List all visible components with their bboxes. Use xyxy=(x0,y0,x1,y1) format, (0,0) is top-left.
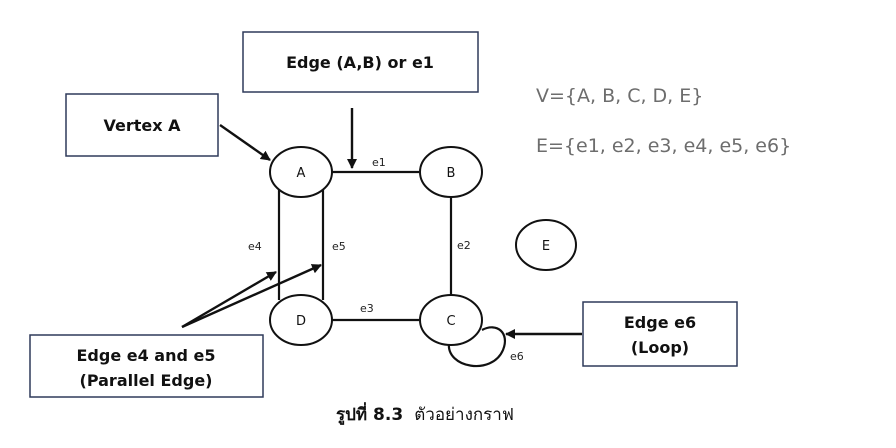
vertex-b: B xyxy=(419,146,483,198)
arrow-to-e5 xyxy=(181,263,322,329)
callout-parallel-line2: (Parallel Edge) xyxy=(80,371,213,390)
vertex-label-d: D xyxy=(296,314,306,329)
edge-label-e3: e3 xyxy=(360,302,374,315)
figure-caption: รูปที่ 8.3 ตัวอย่างกราฟ xyxy=(336,402,514,426)
vertex-d: D xyxy=(269,294,333,346)
figure-title: ตัวอย่างกราฟ xyxy=(414,405,514,425)
callout-box-loop xyxy=(582,301,738,367)
edge-label-e4: e4 xyxy=(248,240,262,253)
edge-set: E={e1, e2, e3, e4, e5, e6} xyxy=(536,135,791,157)
vertex-c: C xyxy=(419,294,483,346)
callout-box-vertex-a xyxy=(65,93,219,157)
vertex-label-c: C xyxy=(446,314,455,329)
callout-parallel-line1: Edge e4 and e5 xyxy=(76,346,215,365)
figure-number: รูปที่ 8.3 xyxy=(336,402,403,426)
vertex-e: E xyxy=(515,219,577,271)
edge-label-e1: e1 xyxy=(372,156,386,169)
callout-loop-line2: (Loop) xyxy=(631,338,689,357)
edge-e6-loop xyxy=(447,326,506,368)
callout-edge-ab: Edge (A,B) or e1 xyxy=(286,53,434,72)
edge-label-e5: e5 xyxy=(332,240,346,253)
edge-label-e2: e2 xyxy=(457,239,471,252)
arrow-to-e4 xyxy=(181,270,277,329)
edge-label-e6: e6 xyxy=(510,350,524,363)
callout-box-parallel xyxy=(29,334,264,398)
vertex-label-e: E xyxy=(542,239,550,254)
vertex-a: A xyxy=(269,146,333,198)
vertex-set: V={A, B, C, D, E} xyxy=(536,85,703,107)
callout-vertex-a: Vertex A xyxy=(103,116,181,135)
vertex-label-b: B xyxy=(447,166,456,181)
vertex-label-a: A xyxy=(297,166,306,181)
arrow-to-vertex-a xyxy=(219,124,271,161)
callout-box-edge-ab xyxy=(242,31,479,93)
callout-loop-line1: Edge e6 xyxy=(624,313,696,332)
